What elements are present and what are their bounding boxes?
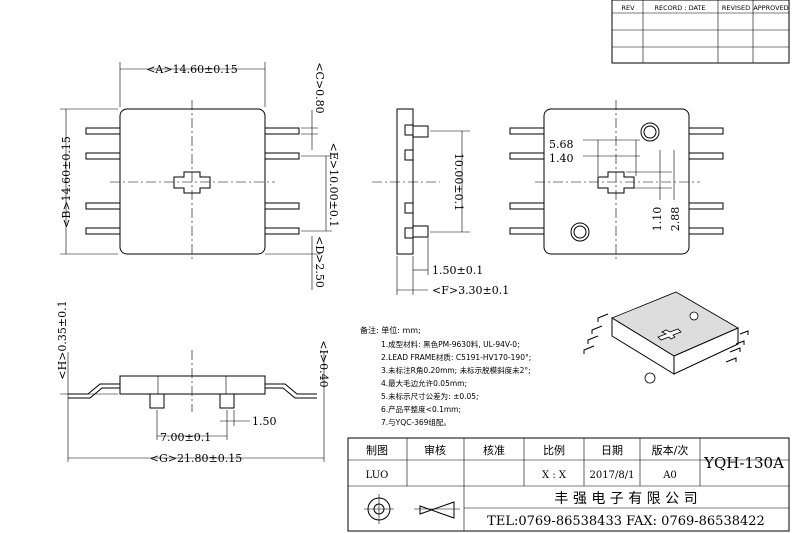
header-version: 版本/次: [652, 443, 689, 457]
note-3: 3.未标注R角0.20mm; 未标示脱模斜度未2°;: [381, 365, 531, 375]
value-version: A0: [662, 470, 677, 481]
company-name: 丰 强 电 子 有 限 公 司: [554, 491, 697, 507]
header-date: 日期: [601, 444, 623, 457]
cross-key: [173, 171, 211, 194]
record-date-header: RECORD : DATE: [654, 4, 705, 12]
value-drawn: LUO: [366, 470, 389, 481]
note-5: 5.未标示尺寸公差为: ±0.05;: [381, 391, 479, 401]
isometric-view: [583, 291, 749, 384]
note-2: 2.LEAD FRAME材质: C5191-HV170-190°;: [381, 352, 531, 362]
value-date: 2017/8/1: [590, 470, 635, 481]
dim-bottom-140: 1.40: [549, 152, 574, 165]
front-view: <H>0.35±0.1 <I>0.40 7.00±0.1 1.50 <G>21.…: [56, 300, 330, 465]
value-scale: X : X: [542, 470, 567, 481]
title-block: 制图 审核 核准 比例 日期 版本/次 LUO X : X 2017/8/1 A…: [347, 437, 790, 532]
company-contact: TEL:0769-86538433 FAX: 0769-86538422: [487, 514, 765, 529]
note-1: 1.成型材料: 黑色PM-9630料, UL-94V-0;: [381, 339, 520, 349]
revised-header: REVISED: [722, 4, 750, 12]
rev-header: REV: [621, 4, 635, 12]
header-checked: 审核: [424, 443, 446, 457]
top-view: <A>14.60±0.15 <B>14.60±0.15 <C>0.80 <E>1…: [60, 62, 340, 290]
dim-side-f: <F>3.30±0.1: [432, 284, 509, 297]
part-number: YQH-130A: [703, 454, 784, 472]
revision-table: REV RECORD : DATE REVISED APPROVED: [611, 0, 790, 64]
dim-side-v: 10.00±0.1: [452, 153, 465, 211]
notes-title: 备注: 单位: mm;: [360, 325, 421, 335]
dim-side-w1: 1.50±0.1: [432, 264, 483, 277]
projection-symbol: [364, 494, 460, 524]
header-scale: 比例: [543, 443, 565, 457]
dim-bottom-288: 2.88: [669, 207, 682, 232]
dim-a: <A>14.60±0.15: [146, 63, 238, 76]
side-view: 10.00±0.1 1.50±0.1 <F>3.30±0.1: [372, 108, 509, 297]
bottom-view: 5.68 1.40 1.10 2.88: [509, 100, 724, 262]
header-drawn: 制图: [366, 444, 388, 457]
note-7: 7.与YQC-369组配。: [381, 417, 451, 427]
note-4: 4.最大毛边允许0.05mm;: [381, 378, 467, 388]
note-6: 6.产品平整度<0.1mm;: [381, 404, 461, 414]
dim-i: <I>0.40: [317, 340, 330, 387]
dim-d: <D>2.50: [313, 236, 326, 288]
dim-front-700: 7.00±0.1: [160, 431, 211, 444]
dim-c: <C>0.80: [313, 62, 326, 113]
dim-b: <B>14.60±0.15: [60, 136, 73, 228]
notes: 备注: 单位: mm; 1.成型材料: 黑色PM-9630料, UL-94V-0…: [360, 325, 531, 427]
dim-bottom-110: 1.10: [651, 207, 664, 232]
dim-front-150: 1.50: [252, 415, 277, 428]
header-approved: 核准: [483, 443, 505, 457]
dim-e: <E>10.00±0.1: [327, 143, 340, 228]
dim-g: <G>21.80±0.15: [150, 452, 242, 465]
dim-bottom-568: 5.68: [549, 138, 574, 151]
dim-h: <H>0.35±0.1: [56, 300, 69, 379]
approved-header: APPROVED: [753, 4, 788, 12]
